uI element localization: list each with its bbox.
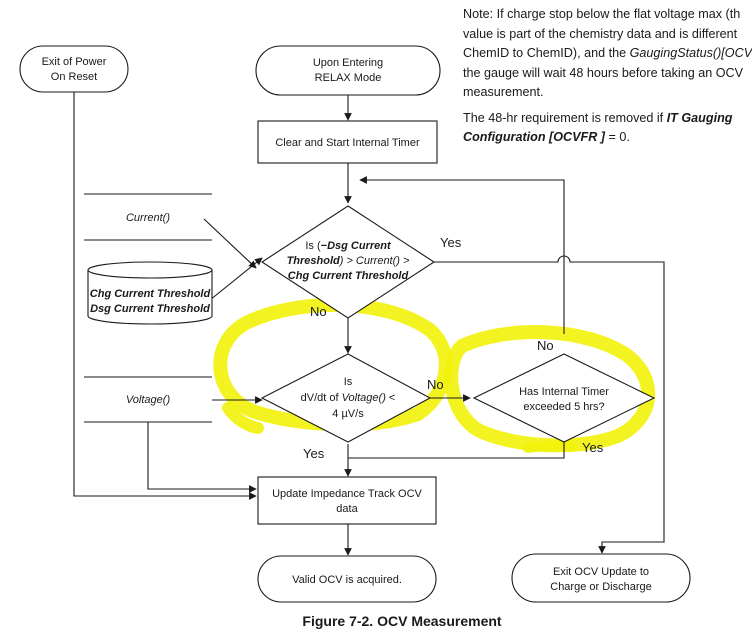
current-input <box>84 193 212 241</box>
decision-dvdt-line3: 4 µV/s <box>332 408 364 420</box>
decision-current-prefix: Is ( <box>305 240 321 252</box>
decision-current-line3: Chg Current Threshold <box>288 270 409 282</box>
current-input-label: Current() <box>126 212 170 224</box>
upon-relax-line2: RELAX Mode <box>315 72 382 84</box>
connectors <box>73 92 665 556</box>
decision-timer-line1: Has Internal Timer <box>519 386 609 398</box>
update-ocv-line2: data <box>336 503 358 515</box>
decision-timer <box>472 353 656 443</box>
decision-dvdt-line2: dV/dt of Voltage() < <box>301 392 396 404</box>
decision-current-dsg: −Dsg Current <box>321 240 392 252</box>
upon-relax-line1: Upon Entering <box>313 57 383 69</box>
voltage-input-label: Voltage() <box>126 394 171 406</box>
note-line-1: Note: If charge stop below the flat volt… <box>463 7 741 21</box>
decision-current-threshold: Threshold <box>287 255 340 267</box>
decision-current-current: ) > Current() > <box>338 255 410 267</box>
thresholds-database <box>87 261 213 325</box>
yes-current-label: Yes <box>440 235 462 250</box>
decision-current-line1: Is (−Dsg Current <box>305 240 392 252</box>
highlight-dvdt-tail <box>222 402 264 434</box>
update-ocv-box <box>257 476 437 525</box>
no-timer-label: No <box>537 338 554 353</box>
decision-dvdt-line1: Is <box>344 376 353 388</box>
upon-entering-relax-mode <box>255 45 441 96</box>
note-it-gauging: IT Gauging <box>666 110 733 125</box>
note-line-3: ChemID to ChemID), and the <box>463 46 630 60</box>
dsg-threshold-label: Dsg Current Threshold <box>90 303 210 315</box>
exit-ocv-line2: Charge or Discharge <box>550 581 652 593</box>
yes-dvdt-label: Yes <box>303 446 325 461</box>
no-current-label: No <box>310 304 327 319</box>
decision-dvdt <box>260 353 432 443</box>
note-block: Note: If charge stop below the flat volt… <box>463 5 752 148</box>
decision-timer-line2: exceeded 5 hrs? <box>523 401 604 413</box>
valid-ocv-label: Valid OCV is acquired. <box>292 574 402 586</box>
exit-ocv-line1: Exit OCV Update to <box>553 566 649 578</box>
clear-timer-label: Clear and Start Internal Timer <box>275 137 420 149</box>
note-paragraph-1: Note: If charge stop below the flat volt… <box>463 5 752 103</box>
decision-dvdt-suffix: < <box>386 392 395 404</box>
exit-ocv-terminal <box>511 553 691 603</box>
valid-ocv-terminal <box>257 555 437 603</box>
exit-por-line2: On Reset <box>51 71 97 83</box>
note-para2-suffix: = 0. <box>605 130 630 144</box>
decision-current-window <box>260 205 436 319</box>
chg-threshold-label: Chg Current Threshold <box>90 288 211 300</box>
exit-por-line1: Exit of Power <box>42 56 107 68</box>
figure-caption-text: Figure 7-2. OCV Measurement <box>302 613 502 629</box>
decision-dvdt-prefix: dV/dt of <box>301 392 342 404</box>
decision-current-line2: Threshold) > Current() > <box>287 255 410 267</box>
no-dvdt-label: No <box>427 377 444 392</box>
exit-of-power-on-reset <box>19 45 129 93</box>
voltage-input <box>84 376 212 423</box>
decision-dvdt-voltage: Voltage() <box>342 392 387 404</box>
note-line-5: measurement. <box>463 85 544 99</box>
note-line-4: the gauge will wait 48 hours before taki… <box>463 65 744 80</box>
note-para2-prefix: The 48-hr requirement is removed if <box>463 110 667 125</box>
note-line-2: value is part of the chemistry data and … <box>463 26 738 41</box>
note-paragraph-2: The 48-hr requirement is removed if IT G… <box>463 109 752 148</box>
note-gauging-status: GaugingStatus()[OCVF <box>629 46 752 60</box>
note-config-ocvfr: Configuration [OCVFR ] <box>463 130 606 144</box>
clear-and-start-timer-box <box>257 120 438 164</box>
figure-caption: Figure 7-2. OCV Measurement <box>0 613 752 629</box>
highlight-timer <box>444 325 656 453</box>
update-ocv-line1: Update Impedance Track OCV <box>272 488 422 500</box>
yes-timer-label: Yes <box>582 440 604 455</box>
highlight-timer-tail <box>523 440 577 453</box>
